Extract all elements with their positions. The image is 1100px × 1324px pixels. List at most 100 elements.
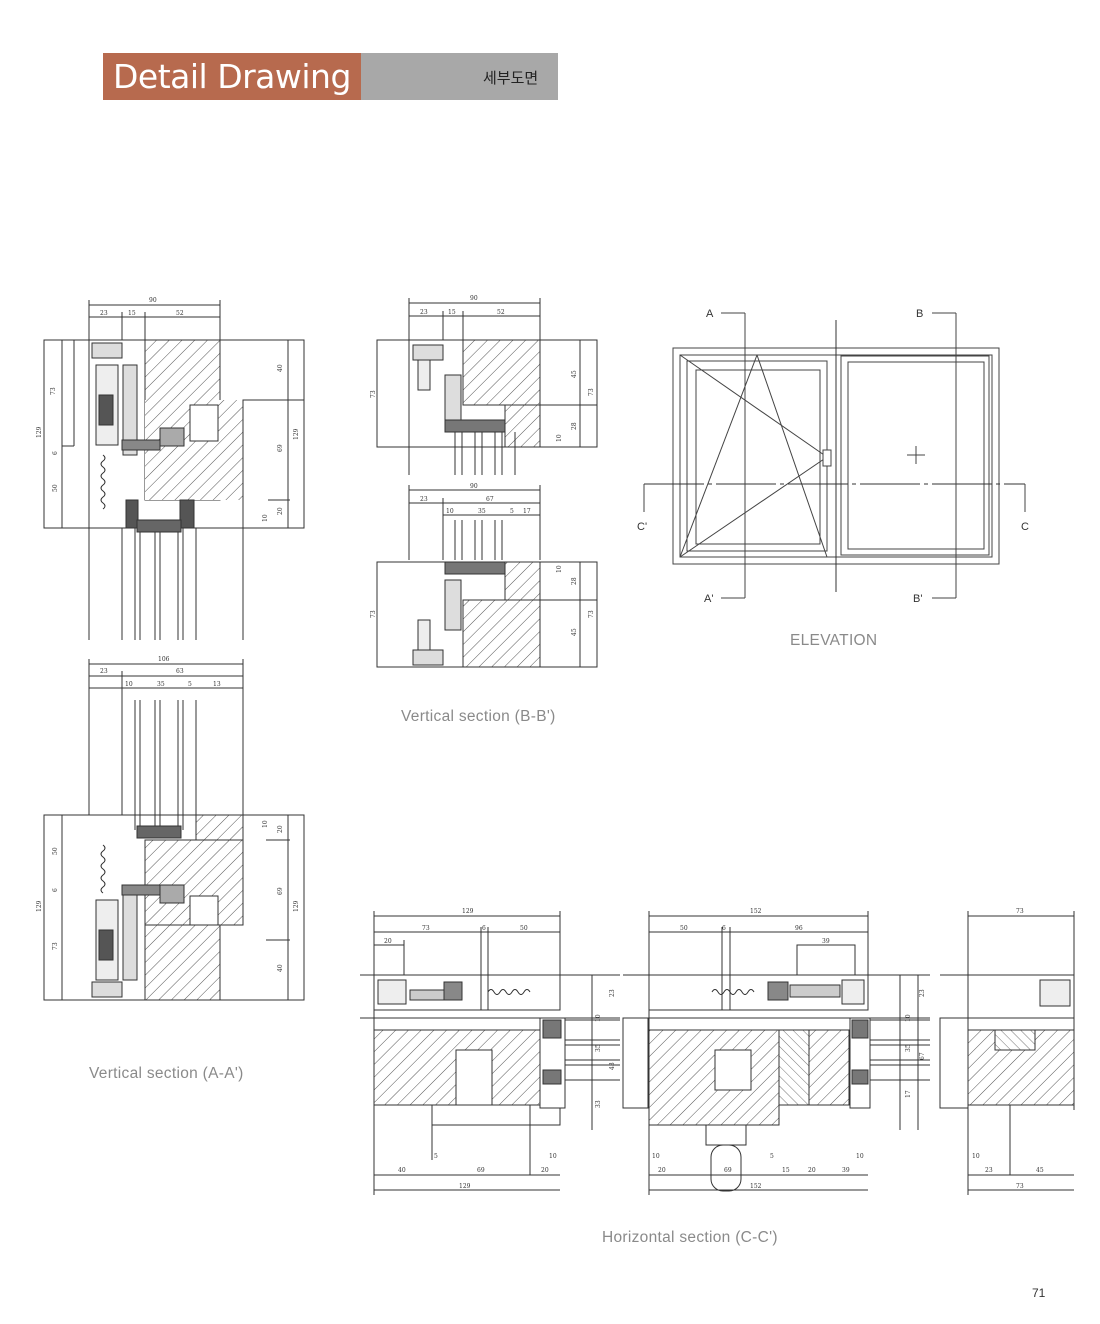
dim-label: 129 <box>293 900 300 912</box>
dim-label: 73 <box>370 610 377 618</box>
dim-label: 10 <box>856 1153 864 1160</box>
cc-dim-labels: 129 73 6 50 20 23 10 35 43 33 40 69 20 1… <box>384 908 1044 1190</box>
dim-label: 13 <box>213 681 221 688</box>
dim-label: 52 <box>497 309 505 316</box>
dim-label: 20 <box>658 1167 666 1174</box>
dim-label: 39 <box>842 1167 850 1174</box>
dim-label: 67 <box>919 1052 926 1060</box>
dim-label: 73 <box>422 925 430 932</box>
dim-label: 69 <box>724 1167 732 1174</box>
aa-top-dim-labels: 90 23 15 52 73 129 6 50 40 69 129 10 20 <box>36 297 300 522</box>
dim-label: 50 <box>680 925 688 932</box>
dim-label: 129 <box>462 908 474 915</box>
dim-label: 129 <box>36 426 43 438</box>
dim-label: 5 <box>770 1153 774 1160</box>
dim-label: 40 <box>398 1167 406 1174</box>
dim-label: 23 <box>985 1167 993 1174</box>
dim-label: 129 <box>293 428 300 440</box>
dim-label: 50 <box>52 847 59 855</box>
dim-label: 20 <box>277 825 284 833</box>
caption-vertical-section-aa: Vertical section (A-A') <box>89 1065 244 1082</box>
dim-label: 96 <box>795 925 803 932</box>
page-subtitle-kr: 세부도면 <box>483 70 539 87</box>
section-mark-a-prime: A' <box>704 593 713 605</box>
dim-label: 90 <box>470 483 478 490</box>
dim-label: 23 <box>609 989 616 997</box>
horizontal-section-cc <box>360 911 1075 1195</box>
dim-label: 6 <box>722 925 726 932</box>
dim-label: 129 <box>459 1183 471 1190</box>
dim-label: 73 <box>370 390 377 398</box>
dim-label: 23 <box>919 989 926 997</box>
dim-label: 90 <box>470 295 478 302</box>
bb-dim-labels: 90 23 15 52 73 45 73 10 28 90 23 67 10 3… <box>370 295 595 636</box>
dim-label: 52 <box>176 310 184 317</box>
dim-label: 10 <box>125 681 133 688</box>
dim-label: 28 <box>571 422 578 430</box>
dim-label: 10 <box>905 1014 912 1022</box>
dim-label: 10 <box>652 1153 660 1160</box>
dim-label: 5 <box>434 1153 438 1160</box>
dim-label: 10 <box>446 508 454 515</box>
dim-label: 40 <box>277 964 284 972</box>
dim-label: 23 <box>100 310 108 317</box>
dim-label: 73 <box>50 387 57 395</box>
dim-label: 43 <box>609 1062 616 1070</box>
dim-label: 152 <box>750 1183 762 1190</box>
dim-label: 6 <box>52 451 59 455</box>
subtitle-banner: 세부도면 <box>361 53 558 100</box>
title-banner: Detail Drawing <box>103 53 361 100</box>
dim-label: 45 <box>571 370 578 378</box>
section-mark-a: A <box>706 308 714 320</box>
caption-horizontal-section-cc: Horizontal section (C-C') <box>602 1229 778 1246</box>
dim-label: 73 <box>52 942 59 950</box>
dim-label: 33 <box>595 1100 602 1108</box>
dim-label: 90 <box>149 297 157 304</box>
dim-label: 15 <box>782 1167 790 1174</box>
dim-label: 10 <box>556 565 563 573</box>
dim-label: 15 <box>128 310 136 317</box>
dim-label: 10 <box>556 434 563 442</box>
vertical-section-aa-bottom <box>43 659 305 1001</box>
dim-label: 5 <box>510 508 514 515</box>
section-mark-c: C <box>1021 521 1029 533</box>
vertical-section-aa-top <box>43 300 305 640</box>
dim-label: 28 <box>571 577 578 585</box>
dim-label: 20 <box>384 938 392 945</box>
vertical-section-bb <box>376 298 598 668</box>
dim-label: 20 <box>541 1167 549 1174</box>
dim-label: 6 <box>482 925 486 932</box>
dim-label: 10 <box>549 1153 557 1160</box>
section-mark-b-prime: B' <box>913 593 922 605</box>
aa-bottom-dim-labels: 106 23 63 10 35 5 13 50 6 129 73 10 20 6… <box>36 656 300 972</box>
dim-label: 35 <box>157 681 165 688</box>
dim-label: 152 <box>750 908 762 915</box>
caption-vertical-section-bb: Vertical section (B-B') <box>401 708 556 725</box>
dim-label: 20 <box>808 1167 816 1174</box>
dim-label: 20 <box>277 507 284 515</box>
dim-label: 45 <box>1036 1167 1044 1174</box>
dim-label: 23 <box>420 496 428 503</box>
dim-label: 69 <box>477 1167 485 1174</box>
dim-label: 73 <box>588 388 595 396</box>
dim-label: 73 <box>588 610 595 618</box>
dim-label: 35 <box>905 1044 912 1052</box>
dim-label: 50 <box>520 925 528 932</box>
dim-label: 15 <box>448 309 456 316</box>
dim-label: 23 <box>420 309 428 316</box>
dim-label: 67 <box>486 496 494 503</box>
dim-label: 50 <box>52 484 59 492</box>
dim-label: 69 <box>277 444 284 452</box>
dim-label: 73 <box>1016 908 1024 915</box>
dim-label: 73 <box>1016 1183 1024 1190</box>
dim-label: 35 <box>595 1044 602 1052</box>
dim-label: 10 <box>972 1153 980 1160</box>
dim-label: 17 <box>905 1090 912 1098</box>
elevation-drawing <box>643 312 1026 599</box>
dim-label: 10 <box>262 514 269 522</box>
dim-label: 39 <box>822 938 830 945</box>
caption-elevation: ELEVATION <box>790 632 878 649</box>
page-title: Detail Drawing <box>113 57 351 96</box>
page-number: 71 <box>1032 1286 1046 1300</box>
